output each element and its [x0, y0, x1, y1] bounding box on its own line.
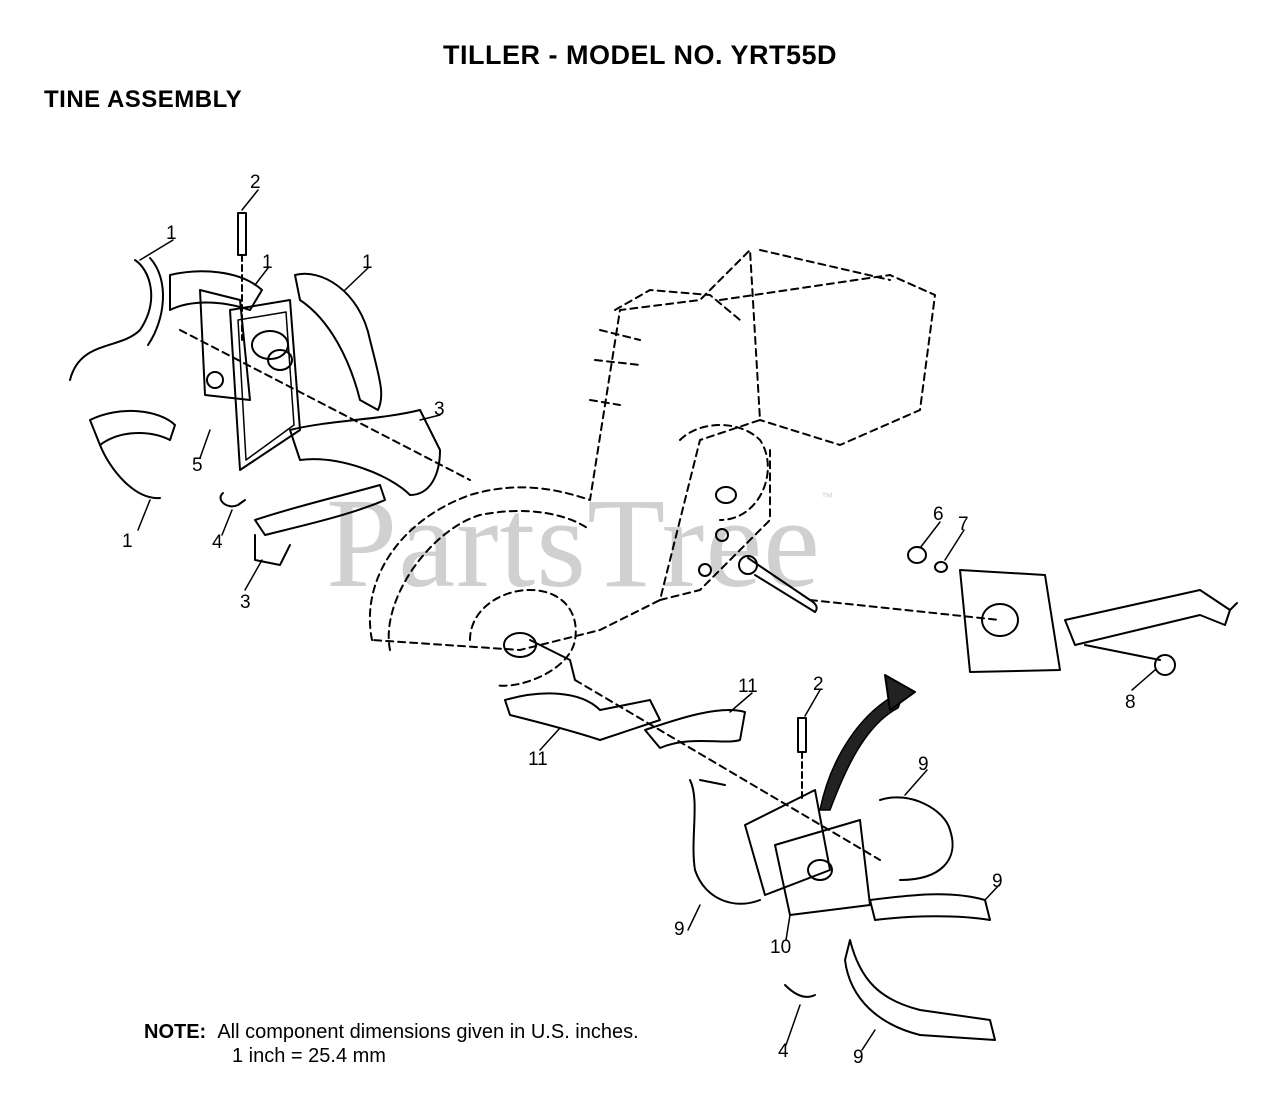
- callout-9-a: 9: [918, 754, 929, 775]
- callout-6: 6: [933, 504, 944, 525]
- note-label: NOTE:: [144, 1021, 207, 1043]
- right-tines: [504, 692, 996, 1041]
- callout-3-b: 3: [240, 592, 251, 613]
- callout-3-a: 3: [434, 399, 445, 420]
- callout-1-c: 1: [362, 252, 373, 273]
- callout-11-a: 11: [738, 676, 758, 697]
- callout-7: 7: [958, 514, 969, 535]
- callout-9-d: 9: [853, 1047, 864, 1068]
- callout-1-b: 1: [262, 252, 273, 273]
- callout-4-b: 4: [778, 1041, 789, 1062]
- dimension-note: NOTE: All component dimensions given in …: [144, 1020, 639, 1068]
- tiller-housing: [368, 249, 936, 687]
- callout-11-b: 11: [528, 749, 548, 770]
- callout-1-d: 1: [122, 531, 133, 552]
- callout-9-c: 9: [674, 919, 685, 940]
- callout-9-b: 9: [992, 871, 1003, 892]
- housing-details: [503, 486, 818, 681]
- diagram-title: TILLER - MODEL NO. YRT55D: [442, 40, 838, 70]
- left-hub-assembly: [179, 212, 471, 481]
- callout-10: 10: [770, 937, 792, 958]
- note-line-2: 1 inch = 25.4 mm: [232, 1045, 386, 1067]
- callout-2-bottom: 2: [813, 674, 824, 695]
- callout-5: 5: [192, 455, 203, 476]
- note-line-1: All component dimensions given in U.S. i…: [217, 1021, 639, 1043]
- callout-leaders: [137, 189, 1156, 1051]
- callout-1-a: 1: [166, 223, 177, 244]
- callout-8: 8: [1125, 692, 1136, 713]
- callout-2-top: 2: [250, 172, 261, 193]
- right-hub-assembly: [574, 674, 916, 916]
- section-title: TINE ASSEMBLY: [44, 86, 243, 113]
- right-cover-plate: [809, 546, 1238, 676]
- left-tines: [69, 257, 441, 566]
- callout-4-a: 4: [212, 532, 223, 553]
